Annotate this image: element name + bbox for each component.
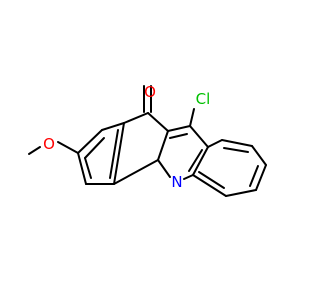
double-bond-c10-c12-inner [169,133,188,139]
methyl-bond [28,146,41,155]
bond-a3-a4 [113,122,125,185]
double-bond-a1-a2-inner [84,137,105,159]
ether-oxygen-label: O [43,135,55,153]
double-bond-b6-c14-inner [198,171,225,189]
bond-c10-c11 [157,130,169,161]
bond-c9-a3 [123,112,149,124]
bond-lines [28,85,267,197]
double-bond-b2-b3-inner [223,147,249,153]
chlorine-label: Cl [196,90,211,108]
double-bond-a5-a6-inner [84,157,92,179]
atom-labels: O Cl N O [43,83,210,191]
bond-n-c11 [157,159,171,178]
bond-c13-b2 [207,139,223,148]
carbonyl-oxygen-label: O [144,83,156,101]
molecule-structure: O Cl N O [28,83,267,197]
double-bond-a3-a4-inner [109,129,119,179]
bond-c10-c12 [167,125,191,132]
bond-c11-a4 [113,159,159,185]
bond-b6-c14 [192,174,227,197]
bond-b3-b4 [251,145,267,166]
nitrogen-label: N [171,173,182,191]
bond-c14-n [183,174,194,180]
bond-c12-c13 [189,125,209,148]
chlorine-bond [189,108,195,127]
bond-b2-b3 [221,139,253,147]
bond-a5-a6 [77,152,87,185]
double-bond-c13-c14-inner [188,149,203,172]
bond-b4-b5 [255,164,267,191]
bond-a1-a2 [77,129,103,154]
ether-bond [57,141,79,154]
double-bond-b4-b5-inner [249,165,259,187]
bond-c13-c14 [192,146,209,176]
bond-a2-a3 [101,122,125,131]
bond-b5-b6 [225,189,257,197]
bond-c9-c10 [147,112,169,132]
